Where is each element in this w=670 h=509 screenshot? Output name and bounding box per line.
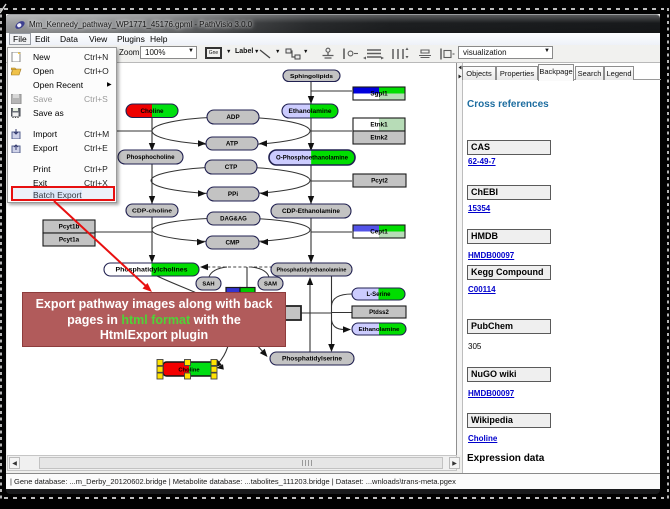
svg-text:SAM: SAM xyxy=(264,282,277,288)
svg-text:SAH: SAH xyxy=(202,282,214,288)
svg-text:CMP: CMP xyxy=(226,240,240,247)
svg-text:Ethanolamine: Ethanolamine xyxy=(289,108,333,115)
svg-text:Etnk1: Etnk1 xyxy=(370,122,388,129)
svg-text:ADP: ADP xyxy=(226,114,239,121)
svg-text:Etnk2: Etnk2 xyxy=(370,135,388,142)
svg-text:Phosphocholine: Phosphocholine xyxy=(127,155,176,161)
svg-text:Choline: Choline xyxy=(178,368,200,374)
svg-text:Phosphatidylserine: Phosphatidylserine xyxy=(282,357,343,363)
svg-text:Sgpl1: Sgpl1 xyxy=(370,91,388,98)
svg-text:Phosphatidylethanolamine: Phosphatidylethanolamine xyxy=(277,268,347,274)
svg-text:Pcyt1a: Pcyt1a xyxy=(59,237,80,244)
svg-text:L-Serine: L-Serine xyxy=(366,292,391,298)
svg-text:O-Phosphoethanolamine: O-Phosphoethanolamine xyxy=(276,156,349,162)
svg-text:Cept1: Cept1 xyxy=(370,229,388,236)
svg-text:CDP-Ethanolamine: CDP-Ethanolamine xyxy=(282,209,341,215)
svg-text:Phosphatidylcholines: Phosphatidylcholines xyxy=(116,268,189,274)
svg-text:Sphingolipids: Sphingolipids xyxy=(290,74,333,80)
svg-text:ATP: ATP xyxy=(226,141,238,148)
svg-text:Pcyt1b: Pcyt1b xyxy=(59,224,80,231)
svg-text:CTP: CTP xyxy=(225,164,238,171)
svg-text:DAG&AG: DAG&AG xyxy=(220,217,247,223)
svg-text:Ethanolamine: Ethanolamine xyxy=(359,327,401,333)
svg-text:PPi: PPi xyxy=(228,191,238,198)
svg-text:CDP-choline: CDP-choline xyxy=(132,209,173,215)
svg-text:Choline: Choline xyxy=(140,108,164,115)
svg-text:Pcyt2: Pcyt2 xyxy=(371,178,388,185)
svg-text:Ptdss2: Ptdss2 xyxy=(369,310,389,316)
